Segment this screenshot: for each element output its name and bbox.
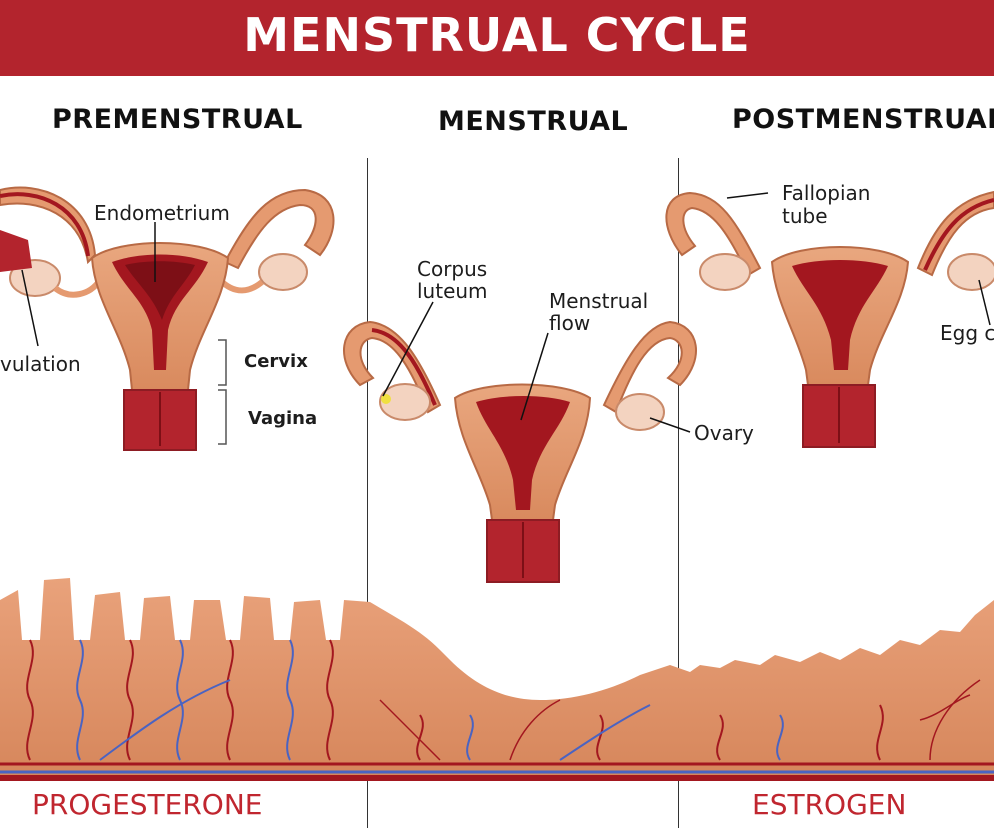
- label-vagina: Vagina: [248, 408, 318, 429]
- label-progesterone: PROGESTERONE: [32, 788, 263, 821]
- page-title: MENSTRUAL CYCLE: [243, 8, 751, 62]
- label-ovulation: vulation: [0, 352, 81, 376]
- phase-title-premenstrual: PREMENSTRUAL: [52, 104, 303, 135]
- label-corpus-luteum-line2: luteum: [417, 279, 488, 303]
- label-fallopian-tube-line2: tube: [782, 204, 828, 228]
- uterus-menstrual: [343, 301, 697, 583]
- label-corpus-luteum-line1: Corpus: [417, 257, 488, 281]
- title-banner: [0, 0, 994, 76]
- label-menstrual-flow-line2: flow: [549, 311, 591, 335]
- phase-title-postmenstrual: POSTMENSTRUAL: [732, 104, 994, 135]
- label-egg: Egg c: [940, 321, 994, 345]
- phase-title-menstrual: MENSTRUAL: [438, 106, 629, 137]
- label-ovary: Ovary: [694, 421, 754, 445]
- divider-left: [367, 158, 368, 828]
- divider-right: [678, 158, 679, 828]
- label-endometrium: Endometrium: [94, 201, 230, 225]
- label-cervix: Cervix: [244, 351, 308, 372]
- uterus-postmenstrual: [665, 190, 994, 448]
- label-fallopian-tube-line1: Fallopian: [782, 181, 871, 205]
- uterus-premenstrual: [0, 186, 335, 451]
- label-estrogen: ESTROGEN: [752, 788, 907, 821]
- label-menstrual-flow-line1: Menstrual: [549, 289, 649, 313]
- label-endometrial-layer: Endometrial layer: [388, 792, 639, 821]
- endometrial-layer: [0, 578, 994, 781]
